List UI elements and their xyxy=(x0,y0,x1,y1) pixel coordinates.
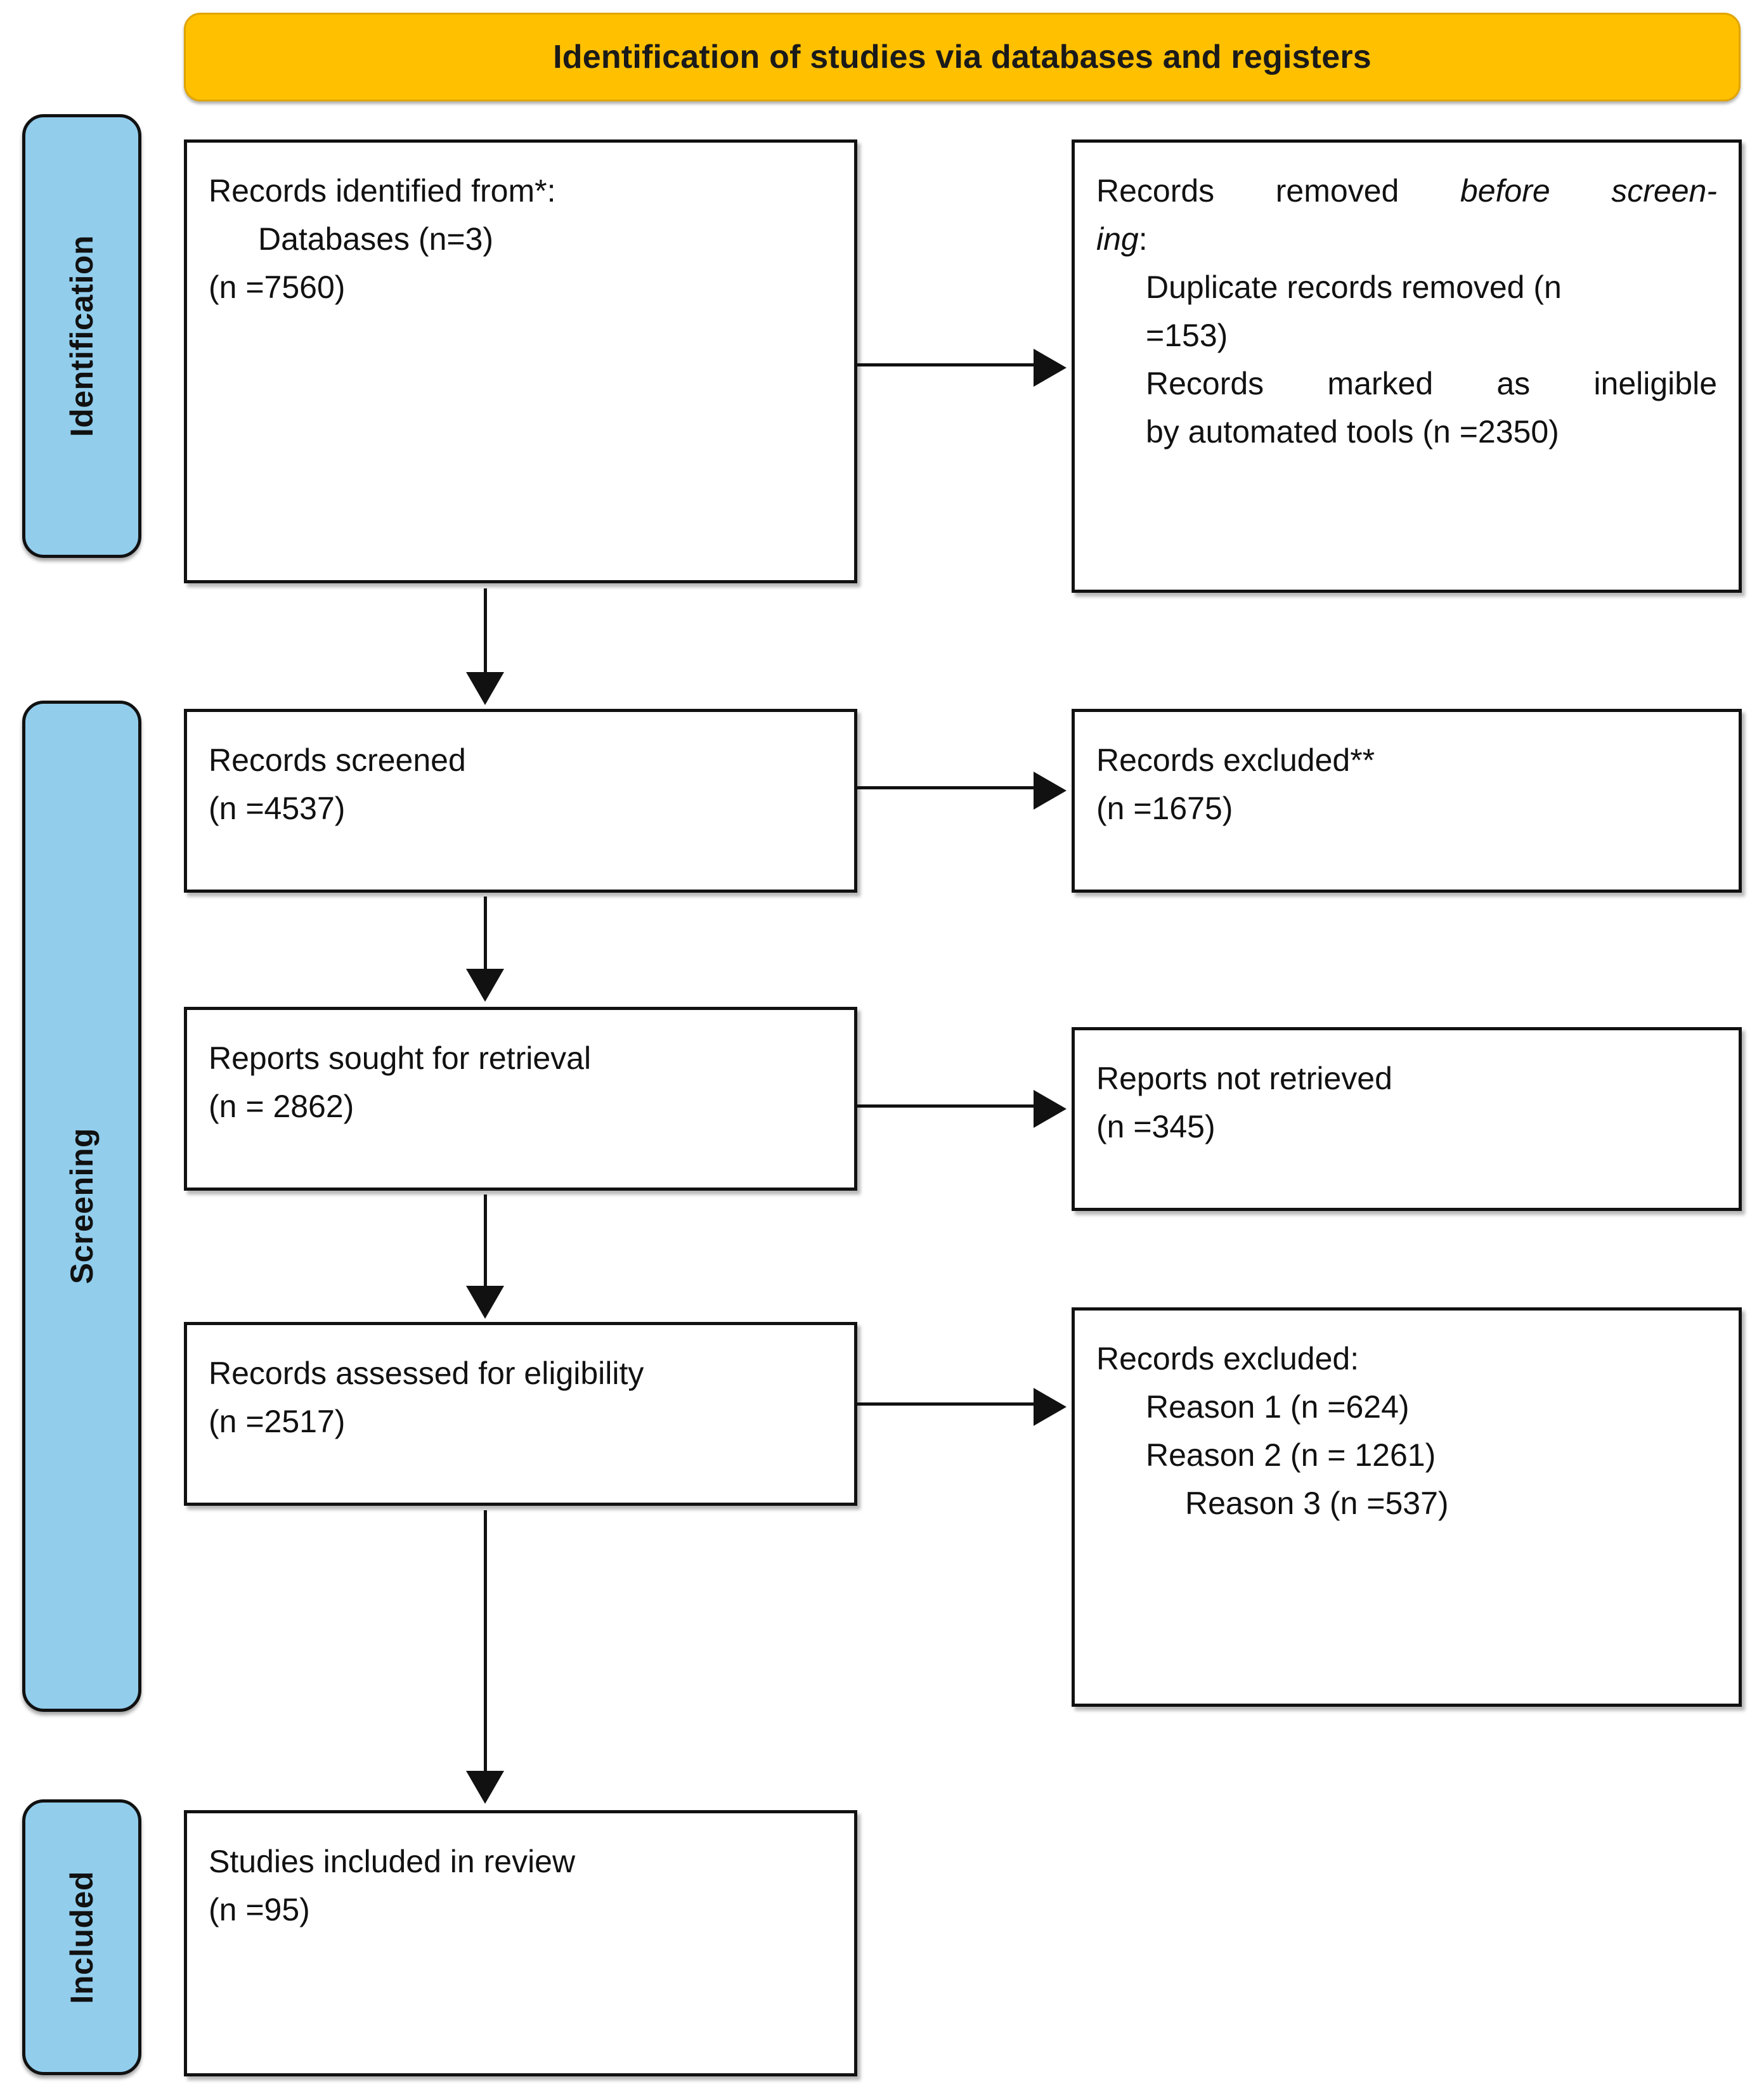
arrow-right-icon-identified-to-removed xyxy=(1034,349,1067,387)
records-assessed-count: (n =2517) xyxy=(209,1404,346,1439)
arrow-down-icon-identified-to-screened xyxy=(466,672,504,705)
records-identified-databases: Databases (n=3) xyxy=(258,221,494,257)
records-excluded-label: Records excluded** xyxy=(1096,742,1375,778)
records-removed-line1-emphasis: before screen- xyxy=(1460,173,1717,209)
reports-sought-count: (n = 2862) xyxy=(209,1089,354,1124)
connector-assessed-to-excluded-reasons-line xyxy=(857,1402,1036,1406)
connector-identified-to-removed-line xyxy=(857,363,1036,366)
reports-not-retrieved-label: Reports not retrieved xyxy=(1096,1061,1392,1096)
excluded-reasons-header: Records excluded: xyxy=(1096,1341,1359,1376)
records-removed-line1: Records removed before screen- xyxy=(1096,167,1717,215)
node-reports-sought-for-retrieval: Reports sought for retrieval (n = 2862) xyxy=(184,1007,857,1191)
phase-banner-identification: Identification of studies via databases … xyxy=(184,13,1741,101)
records-identified-count: (n =7560) xyxy=(209,269,346,305)
studies-included-count: (n =95) xyxy=(209,1892,310,1927)
ineligible-automated-line2: by automated tools (n =2350) xyxy=(1146,414,1559,450)
arrow-right-icon-screened-to-excluded xyxy=(1034,772,1067,810)
duplicate-records-removed-count: =153) xyxy=(1146,318,1228,353)
connector-sought-to-not-retrieved-line xyxy=(857,1104,1036,1108)
records-screened-count: (n =4537) xyxy=(209,791,346,826)
arrow-down-icon-screened-to-sought xyxy=(466,969,504,1002)
arrow-down-icon-sought-to-assessed xyxy=(466,1286,504,1319)
records-identified-line1: Records identified from*: xyxy=(209,173,556,209)
node-records-assessed-for-eligibility: Records assessed for eligibility (n =251… xyxy=(184,1322,857,1506)
connector-assessed-to-included-line xyxy=(484,1510,487,1773)
node-records-identified: Records identified from*: Databases (n=3… xyxy=(184,139,857,583)
records-removed-line2-colon: : xyxy=(1138,221,1148,257)
node-studies-included-in-review: Studies included in review (n =95) xyxy=(184,1810,857,2076)
connector-screened-to-sought-line xyxy=(484,897,487,970)
reports-sought-label: Reports sought for retrieval xyxy=(209,1040,592,1076)
node-records-screened: Records screened (n =4537) xyxy=(184,709,857,893)
arrow-right-icon-sought-to-not-retrieved xyxy=(1034,1090,1067,1128)
stage-pill-identification: Identification xyxy=(22,114,141,558)
connector-identified-to-screened-line xyxy=(484,588,487,676)
stage-pill-screening: Screening xyxy=(22,701,141,1712)
records-assessed-label: Records assessed for eligibility xyxy=(209,1356,644,1391)
excluded-reason-1: Reason 1 (n =624) xyxy=(1146,1389,1410,1425)
records-removed-line1-text: Records removed xyxy=(1096,173,1460,209)
node-records-excluded: Records excluded** (n =1675) xyxy=(1072,709,1742,893)
arrow-down-icon-assessed-to-included xyxy=(466,1771,504,1804)
records-removed-line2-emphasis: ing xyxy=(1096,221,1139,257)
reports-not-retrieved-count: (n =345) xyxy=(1096,1109,1216,1144)
excluded-reason-2: Reason 2 (n = 1261) xyxy=(1146,1437,1436,1473)
stage-pill-label-screening: Screening xyxy=(64,1128,100,1285)
connector-screened-to-excluded-line xyxy=(857,786,1036,789)
node-records-excluded-with-reasons: Records excluded: Reason 1 (n =624) Reas… xyxy=(1072,1307,1742,1707)
phase-banner-label: Identification of studies via databases … xyxy=(553,39,1372,75)
stage-pill-label-identification: Identification xyxy=(64,235,100,437)
stage-pill-included: Included xyxy=(22,1799,141,2075)
node-records-removed-before-screening: Records removed before screen- ing: Dupl… xyxy=(1072,139,1742,593)
node-reports-not-retrieved: Reports not retrieved (n =345) xyxy=(1072,1027,1742,1211)
connector-sought-to-assessed-line xyxy=(484,1194,487,1288)
stage-pill-label-included: Included xyxy=(64,1870,100,2004)
records-excluded-count: (n =1675) xyxy=(1096,791,1233,826)
studies-included-label: Studies included in review xyxy=(209,1844,576,1879)
records-screened-label: Records screened xyxy=(209,742,466,778)
ineligible-automated-line1: Records marked as ineligible xyxy=(1146,366,1717,401)
arrow-right-icon-assessed-to-excluded-reasons xyxy=(1034,1388,1067,1426)
excluded-reason-3: Reason 3 (n =537) xyxy=(1185,1486,1449,1521)
duplicate-records-removed-line: Duplicate records removed (n xyxy=(1146,269,1562,305)
records-removed-line2: ing: xyxy=(1096,215,1717,263)
